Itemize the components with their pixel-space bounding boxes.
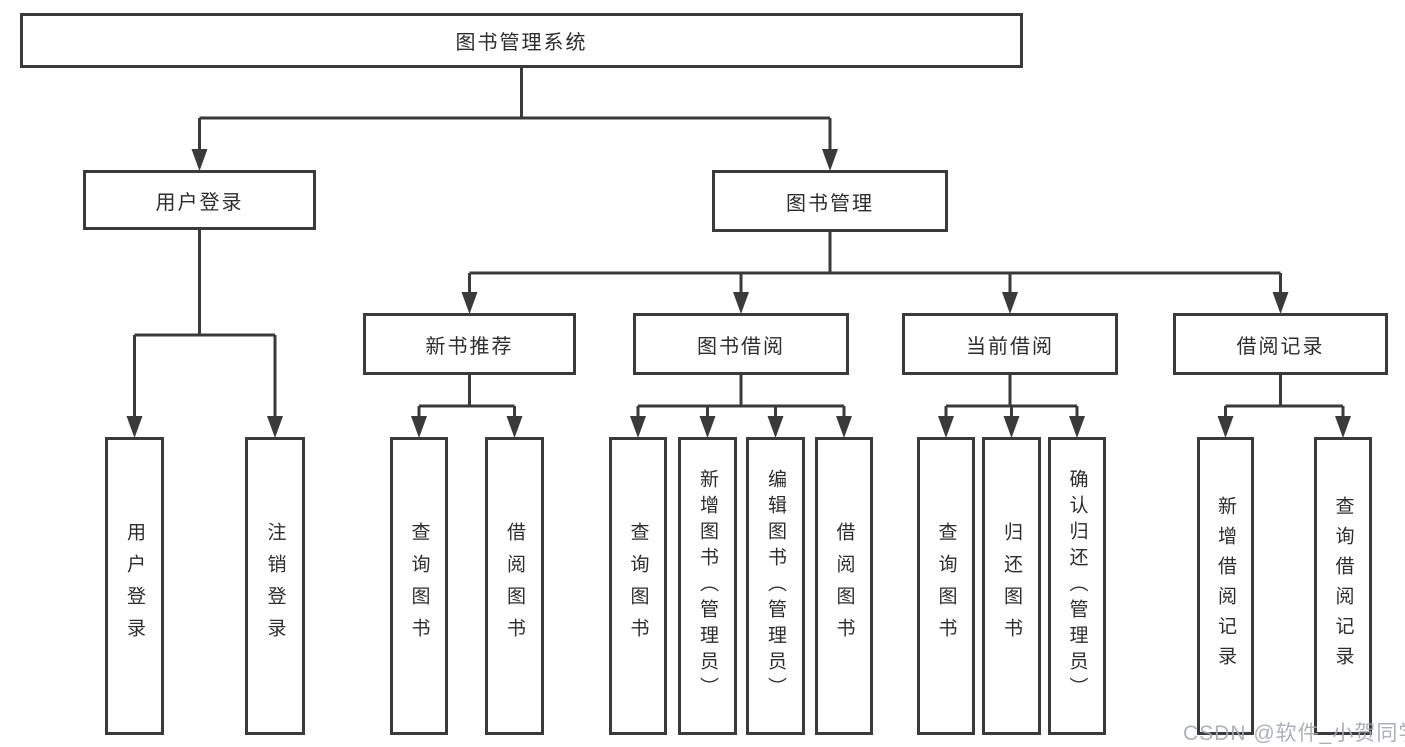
leaf-label: 用户登录	[124, 522, 145, 650]
leaf-label: 新增借阅记录	[1215, 496, 1236, 676]
leaf-query-borrow-record: 查询借阅记录	[1314, 437, 1372, 735]
connector-root-to-level2	[198, 68, 832, 152]
leaf-label: 归还图书	[1001, 522, 1022, 650]
leaf-add-borrow-record: 新增借阅记录	[1197, 437, 1254, 735]
leaf-label: 新增图书（管理员）	[697, 469, 718, 703]
arrowhead-icon	[1272, 292, 1289, 314]
arrowhead-icon	[1217, 416, 1234, 438]
leaf-return-books: 归还图书	[982, 437, 1041, 735]
leaf-add-books-admin: 新增图书（管理员）	[678, 437, 737, 735]
leaf-user-login: 用户登录	[105, 437, 164, 735]
leaf-label: 编辑图书（管理员）	[765, 469, 786, 703]
leaf-query-books-current: 查询图书	[917, 437, 975, 735]
connector-current-to-leaves	[944, 375, 1079, 419]
node-current-borrow: 当前借阅	[902, 313, 1118, 375]
leaf-label: 注销登录	[264, 522, 286, 650]
csdn-watermark: CSDN @软件_小贺同学	[1183, 722, 1405, 745]
arrowhead-icon	[1003, 416, 1020, 438]
arrowhead-icon	[699, 416, 716, 438]
node-borrow-records: 借阅记录	[1173, 313, 1388, 375]
node-root-system: 图书管理系统	[20, 13, 1023, 68]
arrowheads	[126, 149, 1351, 438]
leaf-confirm-return-admin: 确认归还（管理员）	[1048, 437, 1106, 735]
connector-recommend-to-leaves	[417, 375, 516, 419]
arrowhead-icon	[767, 416, 784, 438]
leaf-label: 借阅图书	[833, 522, 855, 650]
leaf-query-books-recommend: 查询图书	[390, 437, 448, 735]
node-new-book-recommend: 新书推荐	[363, 313, 576, 375]
leaf-label: 查询图书	[627, 522, 649, 650]
arrowhead-icon	[938, 416, 954, 438]
arrowhead-icon	[1069, 416, 1085, 438]
connector-login-to-leaves	[133, 230, 277, 419]
arrowhead-icon	[267, 416, 283, 438]
leaf-logout-login: 注销登录	[245, 437, 305, 735]
arrowhead-icon	[1335, 416, 1351, 438]
leaf-label: 查询图书	[408, 522, 430, 650]
node-book-management: 图书管理	[712, 170, 948, 232]
connector-mgmt-to-level3	[468, 232, 1282, 295]
node-user-login: 用户登录	[83, 170, 316, 230]
arrowhead-icon	[126, 416, 143, 438]
arrowhead-icon	[411, 416, 427, 438]
arrowhead-icon	[630, 416, 646, 438]
leaf-borrow-books-recommend: 借阅图书	[485, 437, 544, 735]
arrowhead-icon	[1002, 292, 1018, 314]
leaf-borrow-books: 借阅图书	[815, 437, 873, 735]
connector-records-to-leaves	[1224, 375, 1345, 419]
leaf-label: 确认归还（管理员）	[1066, 469, 1088, 703]
arrowhead-icon	[836, 416, 852, 438]
arrowhead-icon	[733, 292, 749, 314]
arrowhead-icon	[506, 416, 523, 438]
leaf-label: 查询借阅记录	[1332, 496, 1354, 676]
leaf-edit-books-admin: 编辑图书（管理员）	[746, 437, 805, 735]
connector-borrow-to-leaves	[636, 375, 846, 419]
arrowhead-icon	[191, 149, 208, 171]
arrowhead-icon	[461, 292, 478, 314]
leaf-label: 借阅图书	[504, 522, 525, 650]
leaf-query-books-borrow: 查询图书	[609, 437, 667, 735]
arrowhead-icon	[822, 149, 838, 171]
leaf-label: 查询图书	[935, 522, 957, 650]
node-book-borrow: 图书借阅	[633, 313, 849, 375]
